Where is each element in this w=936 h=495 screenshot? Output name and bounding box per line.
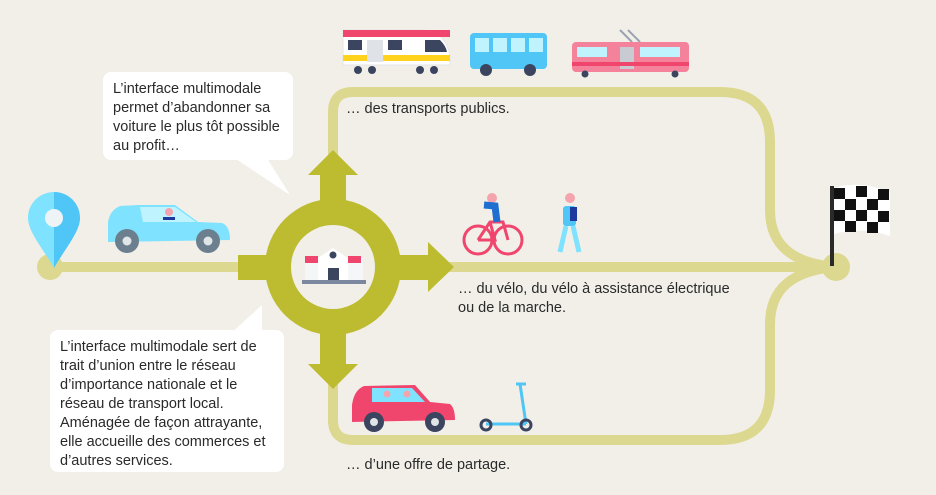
station-icon bbox=[302, 248, 366, 284]
car-icon bbox=[108, 205, 230, 253]
bicycle-icon bbox=[462, 193, 524, 256]
label-bike-walk-1: … du vélo, du vélo à assistance électriq… bbox=[458, 281, 730, 297]
train-icon bbox=[342, 29, 451, 74]
shared-car-icon bbox=[352, 385, 455, 432]
scooter-icon bbox=[479, 382, 533, 432]
location-pin-icon bbox=[28, 192, 80, 268]
label-sharing: … d’une offre de partage. bbox=[346, 457, 511, 473]
tram-icon bbox=[572, 29, 689, 78]
bus-icon bbox=[470, 33, 547, 76]
sharing-route bbox=[328, 262, 837, 445]
checkered-flag-icon bbox=[830, 184, 890, 266]
label-bike-walk-2: ou de la marche. bbox=[458, 300, 567, 316]
bubble-top-tail bbox=[230, 155, 290, 195]
label-public-transport: … des transports publics. bbox=[346, 101, 510, 117]
bubble-bottom: L’interface multimodale sert de trait d’… bbox=[50, 330, 284, 472]
bubble-top: L’interface multimodale permet d’abandon… bbox=[103, 72, 293, 160]
pedestrian-icon bbox=[557, 193, 582, 253]
public-transport-route bbox=[328, 87, 837, 272]
bubble-bottom-tail bbox=[230, 305, 262, 334]
finish-dot bbox=[822, 253, 850, 281]
